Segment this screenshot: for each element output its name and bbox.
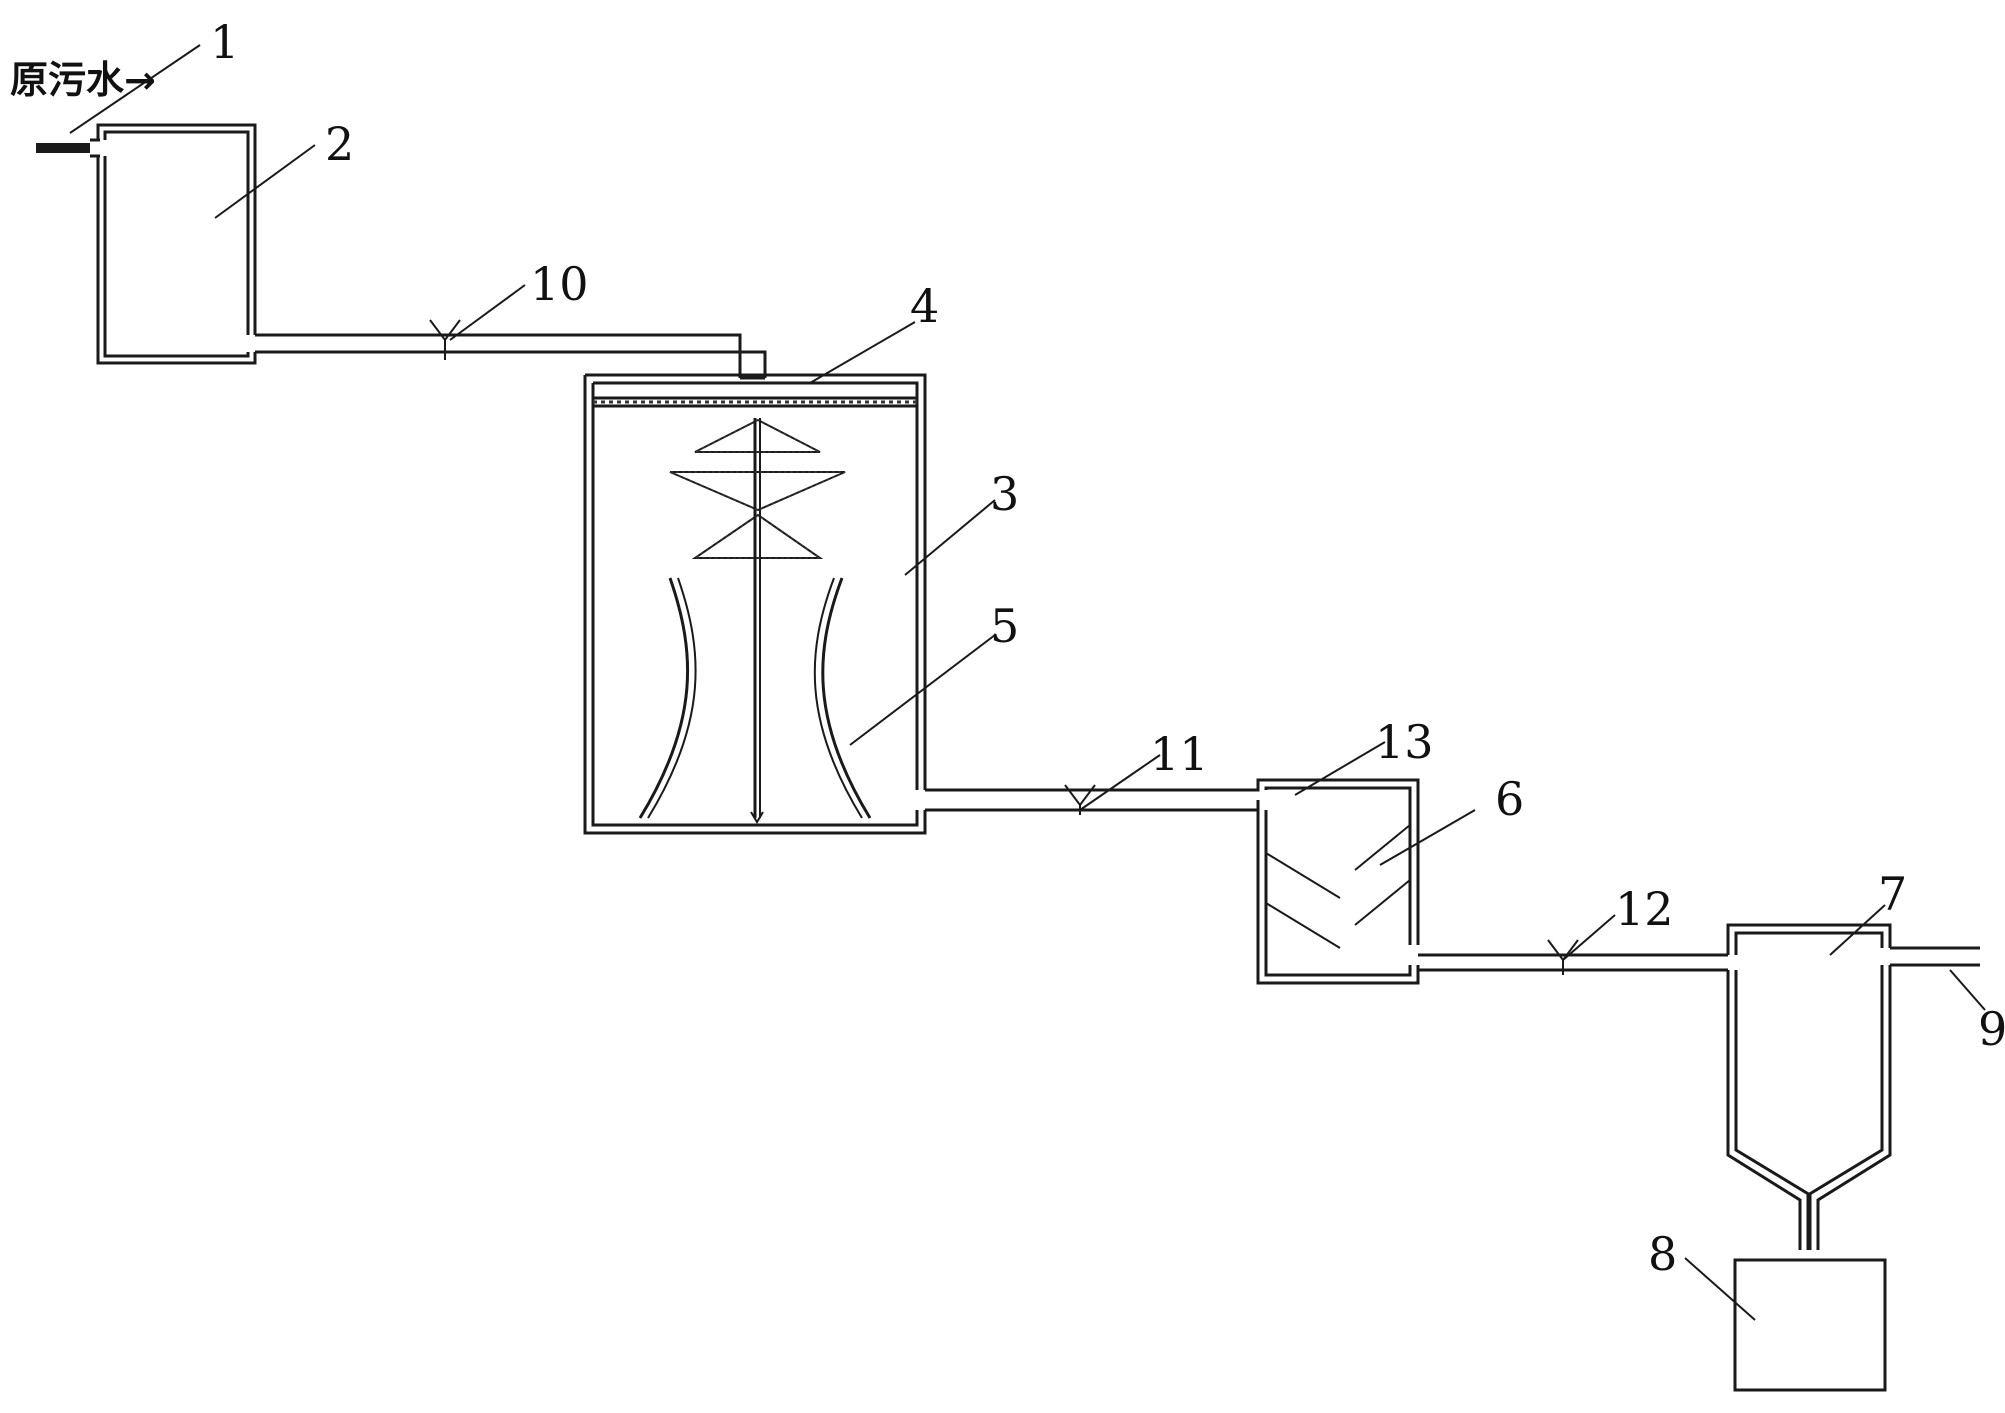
callout-4: 4 — [910, 279, 939, 333]
pipe-10 — [255, 319, 767, 380]
callout-labels: 1 2 10 4 3 5 11 13 6 12 7 9 8 — [210, 15, 2005, 1281]
reactor-tank — [583, 373, 927, 835]
callout-8: 8 — [1648, 1227, 1677, 1281]
callout-13: 13 — [1375, 715, 1434, 769]
sludge-collection-box — [1733, 1258, 1887, 1392]
callout-10: 10 — [530, 257, 589, 311]
inclined-plate-tank — [1256, 778, 1420, 985]
conical-settler — [1726, 923, 1980, 1250]
inlet-pipe — [36, 138, 100, 158]
pipe-12 — [1418, 939, 1728, 975]
callout-3: 3 — [990, 467, 1019, 521]
callout-6: 6 — [1495, 772, 1524, 826]
callout-7: 7 — [1878, 867, 1907, 921]
pipe-11 — [925, 780, 1260, 815]
callout-5: 5 — [990, 599, 1019, 653]
raw-sewage-inlet-label: 原污水→ — [10, 58, 156, 102]
collection-tank — [96, 123, 257, 365]
leader-lines — [69, 44, 1986, 1321]
callout-11: 11 — [1150, 727, 1209, 781]
callout-2: 2 — [325, 117, 354, 171]
callout-9: 9 — [1978, 1002, 2005, 1056]
valve-10-icon — [429, 319, 461, 360]
callout-1: 1 — [210, 15, 239, 69]
callout-12: 12 — [1615, 882, 1674, 936]
